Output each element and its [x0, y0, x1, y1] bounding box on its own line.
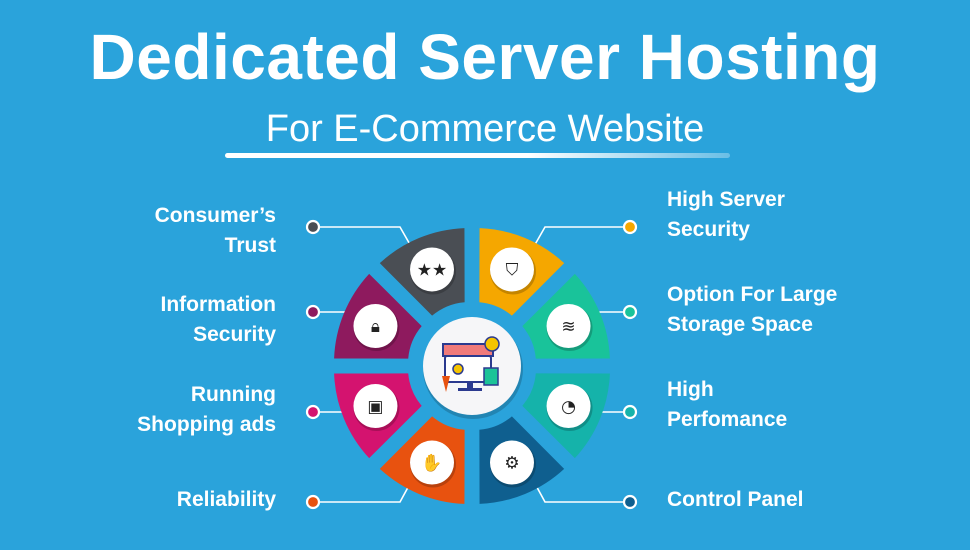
segment-lock: 🔒︎ [334, 273, 422, 359]
connector-dot [305, 494, 321, 510]
connector-dot [622, 304, 638, 320]
connector-line [532, 479, 630, 503]
segment-control-panel: ⚙ [479, 416, 565, 504]
segment-customer-rating: ★★ [379, 228, 465, 316]
customer-rating-icon: ★★ [417, 260, 447, 280]
connector-line [313, 226, 413, 249]
label-control-panel: Control Panel [667, 488, 804, 511]
icon-circle [353, 304, 398, 349]
connector-dot [622, 494, 638, 510]
monitor-ads-icon: ▣ [367, 397, 383, 417]
icon-circle [546, 383, 591, 428]
connector-line [313, 479, 413, 503]
connector-line [532, 226, 630, 249]
icon-circle [546, 304, 591, 349]
icon-circle [489, 247, 534, 292]
segment-layers-stack: ≋ [522, 273, 610, 359]
page-subtitle: For E-Commerce Website [265, 108, 705, 150]
label-reliability: Reliability [176, 488, 276, 511]
connector-dot [305, 304, 321, 320]
segment-handshake: ✋ [379, 416, 465, 504]
icon-circle [410, 440, 455, 485]
brush-underline [225, 153, 730, 158]
icon-circle [353, 383, 398, 428]
control-panel-icon: ⚙ [504, 454, 519, 474]
connector-dot [305, 404, 321, 420]
icon-circle [410, 247, 455, 292]
speedometer-icon: ◔ [561, 397, 576, 417]
connector-dot [305, 219, 321, 235]
segment-speedometer: ◔ [522, 373, 610, 459]
icon-circle [489, 440, 534, 485]
handshake-icon: ✋ [421, 453, 442, 474]
shop-storefront-icon [442, 336, 500, 392]
shield-check-icon: ⛉ [506, 260, 519, 280]
page-title: Dedicated Server Hosting [89, 21, 881, 93]
segment-monitor-ads: ▣ [334, 373, 422, 459]
layers-stack-icon: ≋ [561, 317, 575, 337]
lock-icon: 🔒︎ [371, 317, 380, 337]
connector-dot [622, 404, 638, 420]
segment-shield-check: ⛉ [479, 228, 565, 316]
connector-dot [622, 219, 638, 235]
